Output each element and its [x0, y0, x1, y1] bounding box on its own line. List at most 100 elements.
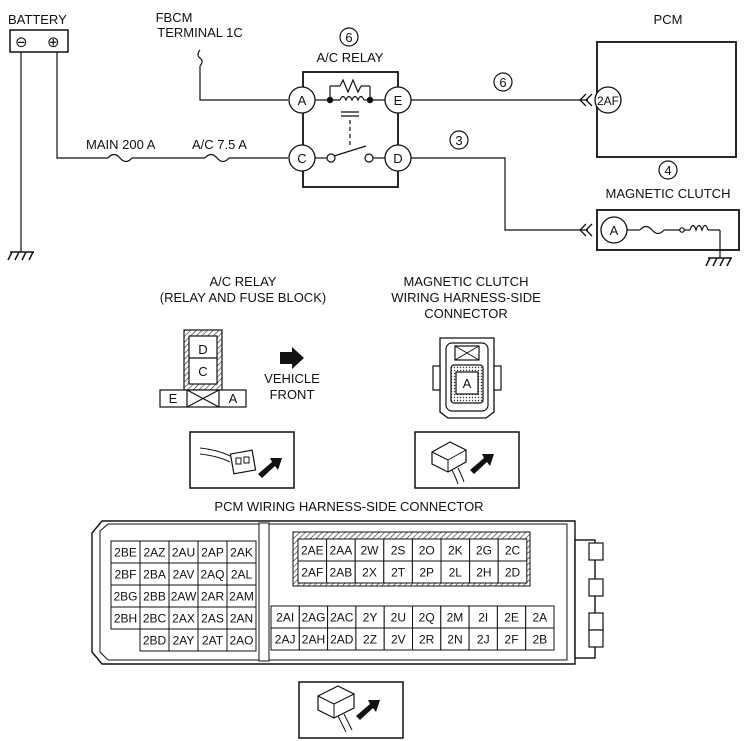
relay-connector-thumbnail: [189, 431, 295, 489]
terminal-label: 2BA: [143, 568, 166, 582]
battery-label: BATTERY: [8, 12, 67, 27]
terminal-label: 2AT: [202, 634, 224, 648]
terminal-label: 2BB: [143, 590, 166, 604]
clutch-number-badge: [658, 160, 678, 180]
terminal-label: 2AN: [230, 612, 253, 626]
relay-connector-terminal-c: C: [198, 364, 207, 379]
terminal-cell: [525, 627, 555, 651]
pcm-label: PCM: [654, 12, 683, 27]
relay-switch-icon: [315, 145, 385, 163]
terminal-cell: [497, 560, 528, 584]
connector-chevron-icon: [579, 93, 593, 107]
terminal-label: 2AG: [301, 611, 325, 625]
terminal-label: 2N: [447, 633, 462, 647]
terminal-label: 2V: [391, 633, 406, 647]
terminal-label: 2BE: [114, 546, 137, 560]
relay-connector-title-1: A/C RELAY: [210, 274, 277, 289]
fbcm-wire: [199, 66, 288, 101]
pcm-connector-title: PCM WIRING HARNESS-SIDE CONNECTOR: [214, 499, 483, 514]
terminal-label: 2AY: [173, 634, 195, 648]
clutch-pin-a-label: A: [610, 223, 619, 238]
terminal-label: 2AI: [276, 611, 294, 625]
terminal-label: 2AF: [301, 566, 323, 580]
wire-number-top: 6: [499, 75, 506, 90]
terminal-label: 2AO: [229, 634, 253, 648]
relay-coil-icon: [315, 78, 385, 148]
terminal-label: 2AW: [171, 590, 197, 604]
terminal-label: 2G: [476, 544, 492, 558]
wire-number-badge-top: [493, 72, 513, 92]
relay-number-badge: [339, 27, 359, 47]
terminal-label: 2AK: [230, 546, 253, 560]
fuse-main-label: MAIN 200 A: [86, 137, 156, 152]
battery-minus-icon: ⊖: [15, 34, 28, 51]
terminal-label: 2A: [533, 611, 548, 625]
terminal-label: 2AJ: [275, 633, 296, 647]
terminal-label: 2AE: [301, 544, 324, 558]
terminal-label: 2C: [505, 544, 521, 558]
clutch-label: MAGNETIC CLUTCH: [606, 186, 731, 201]
vehicle-front-label-2: FRONT: [270, 387, 315, 402]
relay-pin-e-label: E: [394, 93, 403, 108]
terminal-label: 2U: [391, 611, 406, 625]
clutch-connector-housing: [432, 337, 502, 419]
terminal-label: 2AV: [173, 568, 195, 582]
relay-pin-a-label: A: [298, 93, 307, 108]
relay-connector-terminal-a: A: [229, 391, 238, 406]
terminal-label: 2J: [477, 633, 490, 647]
relay-pin-d-label: D: [393, 151, 402, 166]
relay-connector-terminal-e: E: [169, 391, 178, 406]
fbcm-label: FBCM: [156, 10, 193, 25]
clutch-connector-title-1: MAGNETIC CLUTCH: [404, 274, 529, 289]
battery-plus-icon: ⊕: [47, 34, 60, 51]
terminal-label: 2E: [504, 611, 519, 625]
terminal-label: 2X: [362, 566, 377, 580]
relay-pin-c-label: C: [297, 151, 306, 166]
terminal-label: 2BF: [114, 568, 136, 582]
relay-connector-title-2: (RELAY AND FUSE BLOCK): [160, 290, 326, 305]
wire-relay-d-to-clutch: [411, 157, 588, 231]
clutch-connector-title-3: CONNECTOR: [424, 306, 508, 321]
terminal-cell: [226, 628, 257, 652]
terminal-label: 2Z: [363, 633, 377, 647]
terminal-label: 2F: [505, 633, 519, 647]
battery-symbol: [9, 29, 69, 53]
pcm-pin-2af: [594, 86, 622, 114]
terminal-label: 2Q: [419, 611, 435, 625]
fuse-ac-label: A/C 7.5 A: [192, 137, 247, 152]
fbcm-terminal-label: TERMINAL 1C: [157, 25, 242, 40]
terminal-label: 2I: [478, 611, 488, 625]
connector-chevron-icon: [579, 223, 593, 237]
clutch-connector-thumbnail: [414, 431, 520, 489]
ground-icon: [705, 257, 732, 267]
clutch-connector-terminal-a: A: [463, 376, 472, 391]
fuse-main-icon: [107, 153, 133, 163]
fuse-ac-icon: [204, 153, 230, 163]
terminal-label: 2AZ: [143, 546, 165, 560]
clutch-connector-title-2: WIRING HARNESS-SIDE: [391, 290, 541, 305]
terminal-label: 2BG: [113, 590, 137, 604]
terminal-label: 2H: [476, 566, 491, 580]
terminal-label: 2AS: [201, 612, 224, 626]
terminal-label: 2BH: [114, 612, 137, 626]
terminal-label: 2AX: [172, 612, 195, 626]
terminal-label: 2AH: [302, 633, 325, 647]
terminal-label: 2AU: [172, 546, 195, 560]
fbcm-wire-break-icon: [197, 49, 203, 67]
terminal-label: 2O: [419, 544, 435, 558]
terminal-label: 2B: [533, 633, 548, 647]
terminal-label: 2AB: [330, 566, 353, 580]
clutch-number: 4: [664, 163, 671, 178]
terminal-label: 2AC: [330, 611, 354, 625]
terminal-label: 2R: [419, 633, 435, 647]
terminal-label: 2AL: [231, 568, 253, 582]
terminal-label: 2T: [391, 566, 406, 580]
pcm-connector-thumbnail: [298, 681, 404, 739]
ground-icon: [7, 251, 34, 261]
vehicle-front-label-1: VEHICLE: [264, 371, 320, 386]
wire-number-mid: 3: [455, 133, 462, 148]
